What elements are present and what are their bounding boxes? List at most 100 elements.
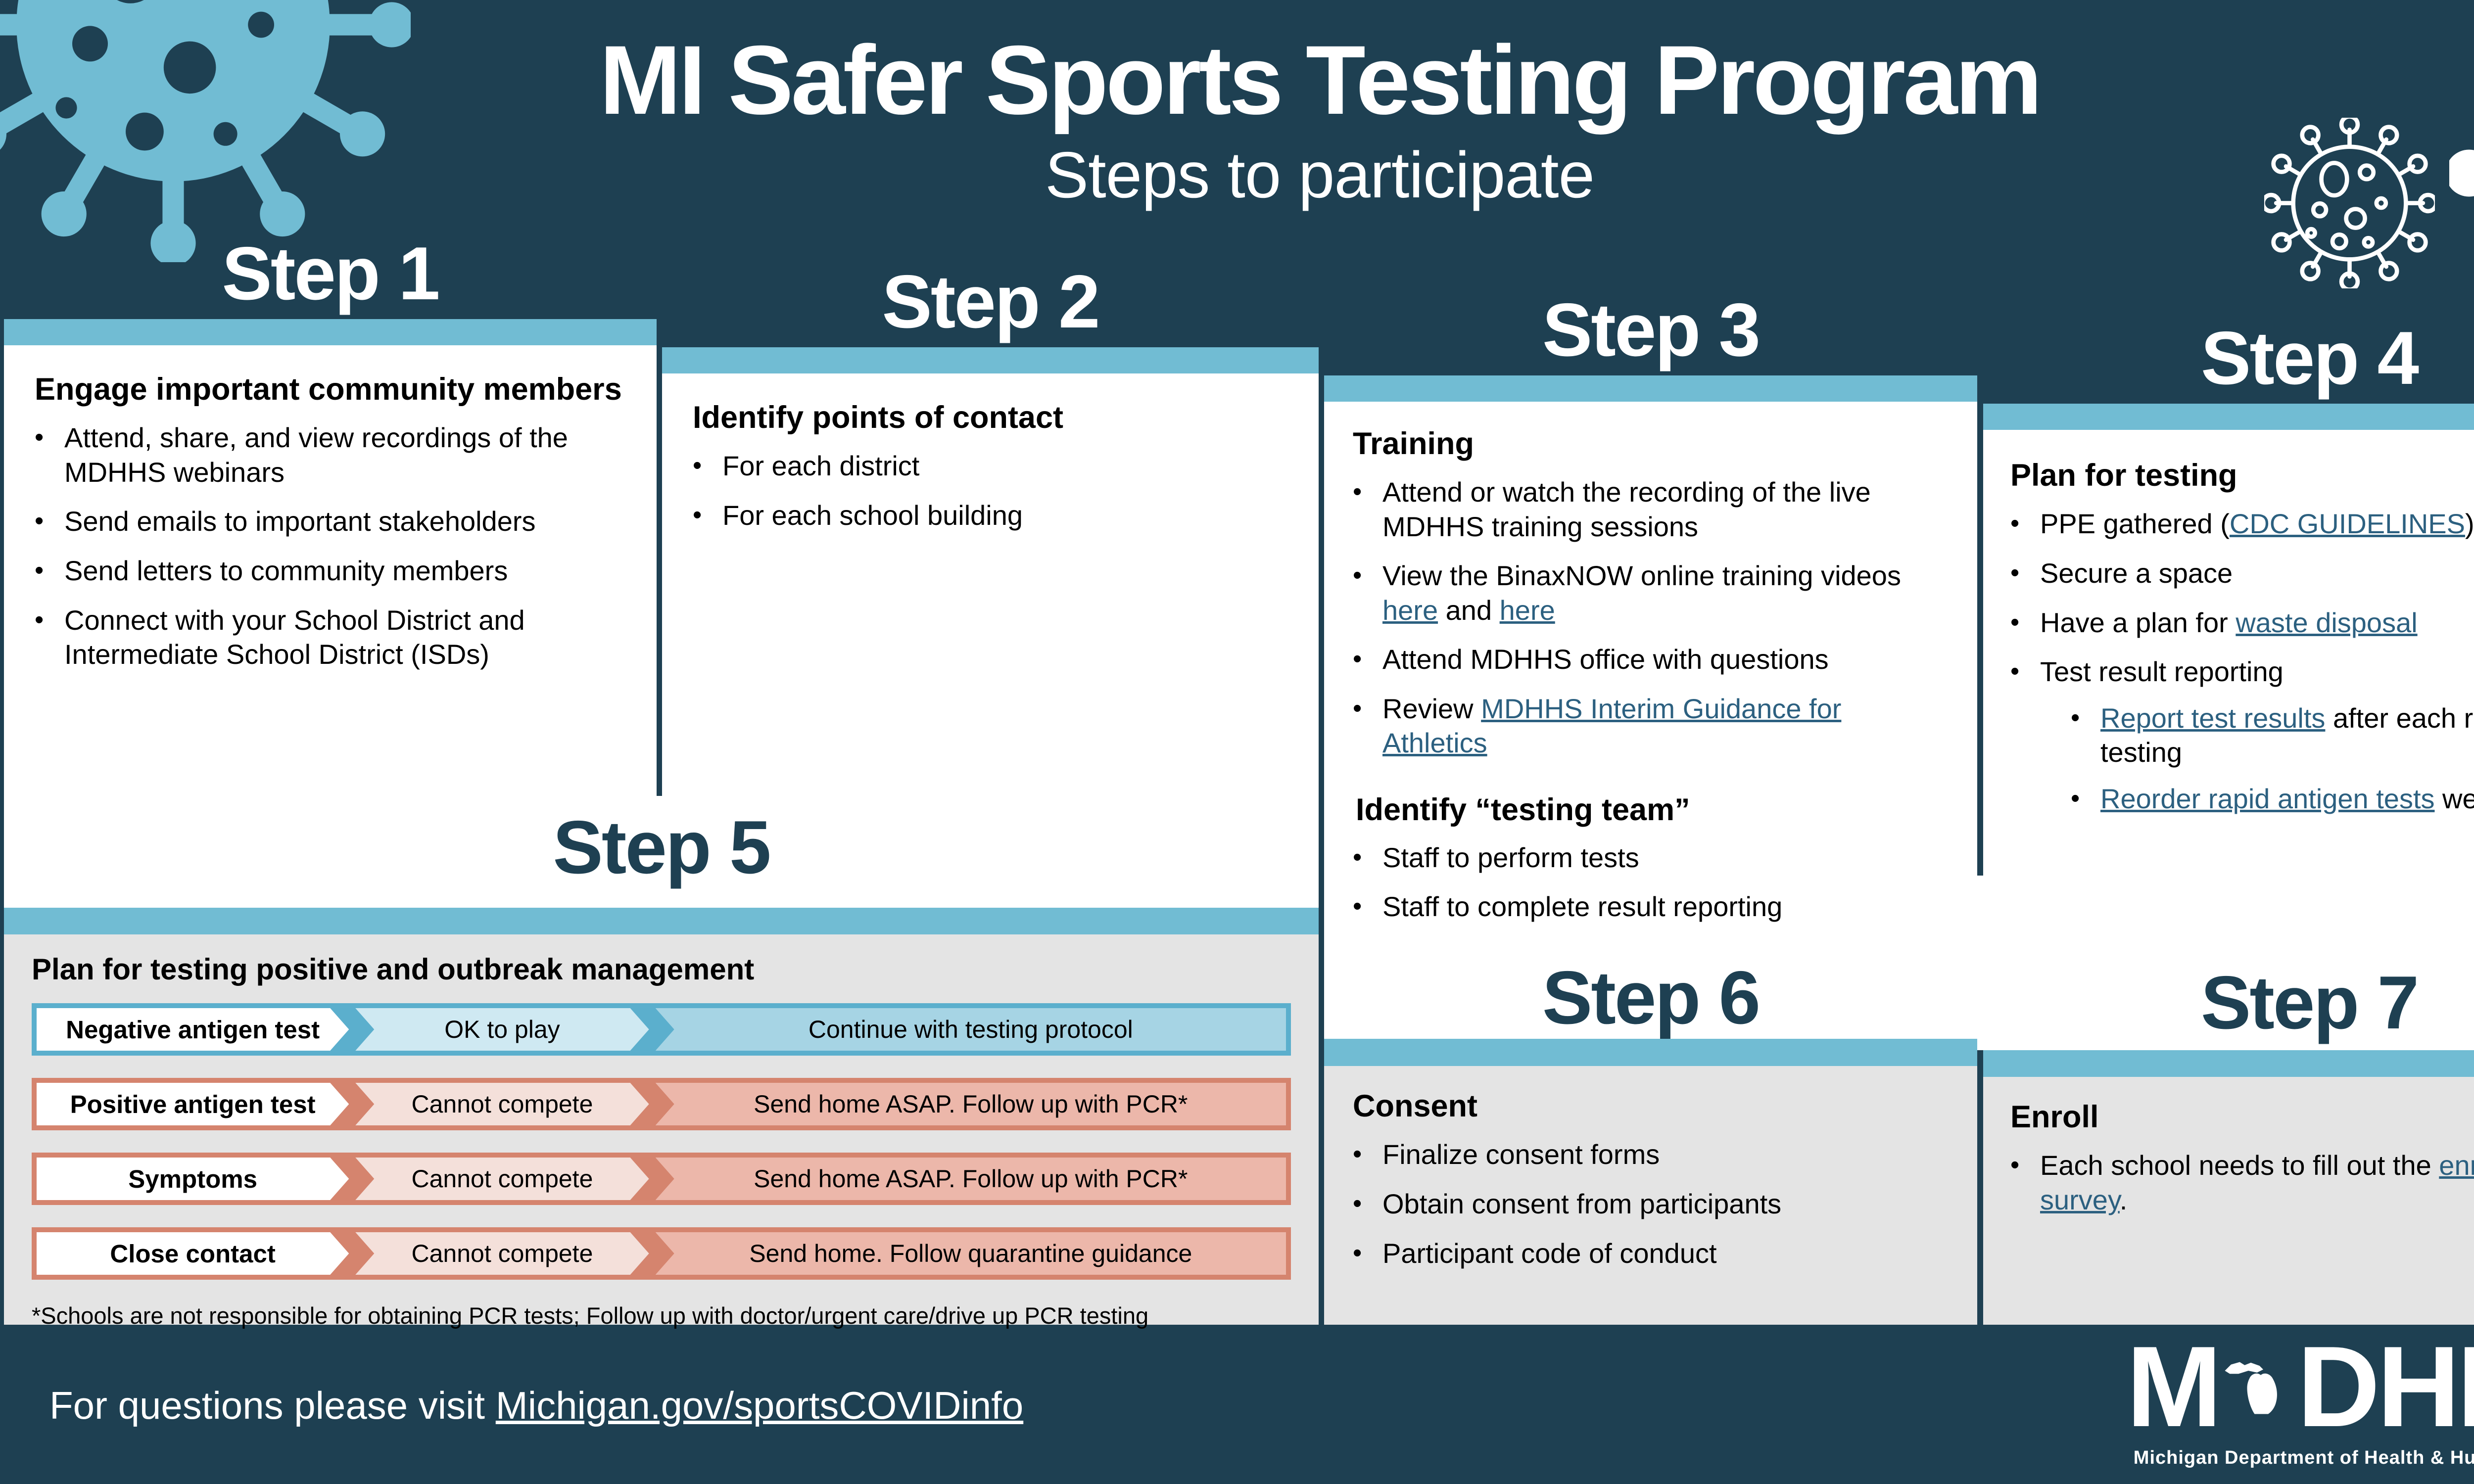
flow-cell-status: OK to play: [355, 1008, 649, 1051]
text-segment: .: [2119, 1184, 2128, 1215]
bullet-item: • Send emails to important stakeholders: [35, 504, 626, 539]
text-segment: Attend, share, and view recordings of th…: [64, 422, 568, 488]
inline-link[interactable]: CDC GUIDELINES: [2229, 508, 2465, 540]
step3-bullet-list: • Attend or watch the recording of the li…: [1353, 475, 1949, 760]
step1-header: Step 1: [222, 231, 440, 316]
text-segment: Attend MDHHS office with questions: [1382, 644, 1829, 675]
bullet-item: •Each school needs to fill out the enrol…: [2010, 1148, 2474, 1217]
footer-link[interactable]: Michigan.gov/sportsCOVIDinfo: [495, 1384, 1024, 1427]
bullet-text: For each district: [722, 449, 1288, 483]
bullet-text: For each school building: [722, 498, 1288, 533]
bullet-item: •View the BinaxNOW online training video…: [1353, 558, 1949, 627]
bullet-marker: •: [1353, 477, 1362, 507]
flow-cell-condition: Negative antigen test: [37, 1008, 349, 1051]
step2-bullet-list: •For each district •For each school build…: [693, 449, 1288, 532]
step6-accent-bar: [1324, 1039, 1977, 1066]
step2-accent-bar: [662, 347, 1319, 373]
text-segment: and: [1438, 594, 1500, 626]
step5-card: Plan for testing positive and outbreak m…: [4, 934, 1319, 1329]
text-segment: Send letters to community members: [64, 555, 508, 586]
bullet-item: •For each district: [693, 449, 1288, 483]
step4-bullet-list: •PPE gathered (CDC GUIDELINES)•Secure a …: [2010, 507, 2474, 828]
bullet-marker: •: [1353, 842, 1362, 872]
text-segment: Staff to perform tests: [1382, 841, 1639, 873]
text-segment: Review: [1382, 693, 1481, 724]
bullet-marker: •: [2010, 558, 2020, 587]
bullet-text: Secure a space: [2040, 556, 2474, 591]
text-segment: Connect with your School District and In…: [64, 604, 525, 670]
flow-cell-action: Continue with testing protocol: [655, 1008, 1286, 1051]
bullet-marker: •: [35, 556, 44, 585]
inline-link[interactable]: Report test results: [2100, 702, 2326, 734]
text-segment: Each school needs to fill out the: [2040, 1150, 2439, 1181]
inline-link[interactable]: enrollment survey: [2040, 1150, 2474, 1215]
text-segment: Staff to complete result reporting: [1382, 891, 1783, 923]
bullet-marker: •: [2010, 657, 2020, 686]
flow-cell-condition: Symptoms: [37, 1158, 349, 1200]
inline-link[interactable]: here: [1499, 594, 1555, 626]
sub-bullet-list: • Report test results after each round of…: [2071, 701, 2474, 816]
bullet-text: Connect with your School District and In…: [64, 603, 626, 672]
bullet-text: Report test results after each round of …: [2100, 701, 2474, 770]
text-segment: Attend or watch the recording of the liv…: [1382, 476, 1871, 542]
step6-bullet-list: •Finalize consent forms•Obtain consent f…: [1353, 1137, 1949, 1270]
step2-heading: Identify points of contact: [693, 400, 1063, 435]
bullet-text: PPE gathered (CDC GUIDELINES): [2040, 507, 2474, 541]
bullet-text: Obtain consent from participants: [1382, 1187, 1949, 1221]
bullet-text: View the BinaxNOW online training videos…: [1382, 558, 1949, 627]
inline-link[interactable]: waste disposal: [2236, 606, 2418, 638]
bullet-text: Participant code of conduct: [1382, 1236, 1949, 1271]
text-segment: Obtain consent from participants: [1382, 1188, 1782, 1219]
bullet-item: • Send letters to community members: [35, 554, 626, 588]
footer-text: For questions please visit: [49, 1384, 496, 1427]
text-segment: Send emails to important stakeholders: [64, 506, 536, 537]
step3-accent-bar: [1324, 375, 1977, 402]
text-segment: Have a plan for: [2040, 606, 2236, 638]
step5-header-band: [4, 796, 1319, 908]
inline-link[interactable]: MDHHS Interim Guidance for Athletics: [1382, 693, 1842, 759]
step4-card: Plan for testing •PPE gathered (CDC GUID…: [1983, 430, 2474, 1050]
bullet-item: •Test result reporting•Report test resul…: [2010, 654, 2474, 828]
bullet-item: • Secure a space: [2010, 556, 2474, 591]
bullet-marker: •: [1353, 694, 1362, 723]
bullet-item: •For each school building: [693, 498, 1288, 533]
bullet-item: •Have a plan for waste disposal: [2010, 605, 2474, 640]
text-segment: Participant code of conduct: [1382, 1237, 1717, 1269]
bullet-text: Staff to perform tests: [1382, 840, 1949, 875]
bullet-item: • Review MDHHS Interim Guidance for Athle…: [1353, 692, 1949, 760]
bullet-marker: •: [1353, 1140, 1362, 1169]
bullet-marker: •: [1353, 1189, 1362, 1218]
bullet-item: •PPE gathered (CDC GUIDELINES): [2010, 507, 2474, 541]
bullet-item: • Attend, share, and view recordings of t…: [35, 420, 626, 489]
divider-fill: [1977, 876, 1983, 1050]
step5-footnote: *Schools are not responsible for obtaini…: [32, 1302, 1149, 1329]
logo-tagline: Michigan Department of Health & Human Se…: [2133, 1447, 2474, 1468]
bullet-item: •Attend MDHHS office with questions: [1353, 642, 1949, 677]
step6-heading: Consent: [1353, 1089, 1477, 1123]
step3-subheading: Identify “testing team”: [1356, 792, 1690, 827]
bullet-marker: •: [35, 605, 44, 634]
inline-link[interactable]: here: [1382, 594, 1438, 626]
text-segment: View the BinaxNOW online training videos: [1382, 560, 1901, 592]
bullet-text: Each school needs to fill out the enroll…: [2040, 1148, 2474, 1217]
bullet-text: Attend, share, and view recordings of th…: [64, 420, 626, 489]
inline-link[interactable]: Reorder rapid antigen tests: [2100, 783, 2435, 814]
flow-cell-status: Cannot compete: [355, 1083, 649, 1125]
step1-accent-bar: [4, 319, 657, 345]
flow-cell-action: Send home ASAP. Follow up with PCR*: [655, 1158, 1286, 1200]
bullet-marker: •: [35, 423, 44, 452]
bullet-item: • Obtain consent from participants: [1353, 1187, 1949, 1221]
logo-dhhs: DHHS: [2297, 1323, 2474, 1451]
step4-header: Step 4: [2200, 316, 2419, 400]
bullet-marker: •: [2071, 703, 2080, 732]
bullet-marker: •: [2071, 784, 2080, 813]
flow-cell-status: Cannot compete: [355, 1232, 649, 1275]
step6-card: Consent •Finalize consent forms•Obtain c…: [1324, 1066, 1977, 1325]
bullet-marker: •: [35, 507, 44, 536]
flow-cell-condition: Close contact: [37, 1232, 349, 1275]
